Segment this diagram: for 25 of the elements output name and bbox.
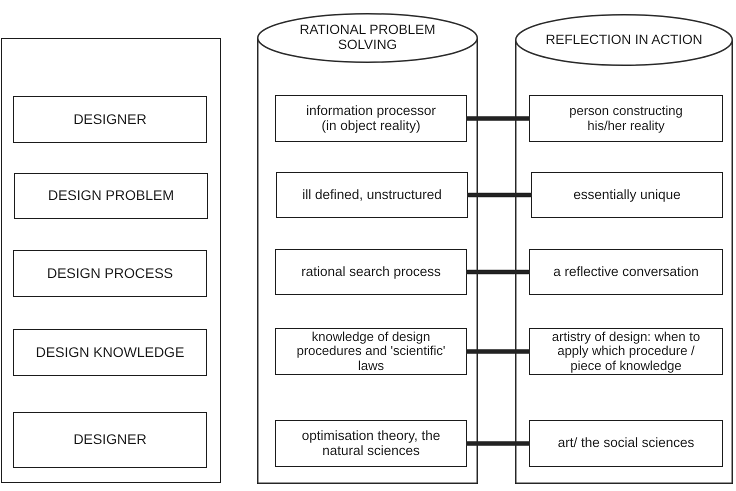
description-box: information processor (in object reality) <box>275 95 467 142</box>
connector-line <box>467 270 529 274</box>
connector-line <box>467 116 529 121</box>
outer-panel <box>1 38 221 483</box>
description-box: optimisation theory, the natural sciences <box>275 420 467 467</box>
description-box: artistry of design: when to apply which procedure / piece of knowledge <box>529 328 723 375</box>
description-box: knowledge of design procedures and 'scientific' laws <box>275 328 467 375</box>
description-box: essentially unique <box>531 172 723 218</box>
description-box: art/ the social sciences <box>529 420 723 467</box>
column-heading: REFLECTION IN ACTION <box>546 32 702 48</box>
connector-line <box>467 349 529 354</box>
connector-line <box>467 441 529 446</box>
concept-box: DESIGNER <box>13 96 207 143</box>
description-box: person constructing his/her reality <box>529 95 723 142</box>
concept-box: DESIGN PROBLEM <box>14 173 208 219</box>
description-box: a reflective conversation <box>529 249 723 295</box>
connector-line <box>468 192 531 198</box>
concept-box: DESIGN PROCESS <box>13 250 207 297</box>
cylinder <box>257 13 478 484</box>
description-box: ill defined, unstructured <box>276 172 468 218</box>
description-box: rational search process <box>275 249 467 295</box>
concept-box: DESIGN KNOWLEDGE <box>13 329 207 376</box>
column-heading: RATIONAL PROBLEM SOLVING <box>298 23 436 53</box>
concept-box: DESIGNER <box>13 412 207 468</box>
cylinder <box>515 14 733 484</box>
